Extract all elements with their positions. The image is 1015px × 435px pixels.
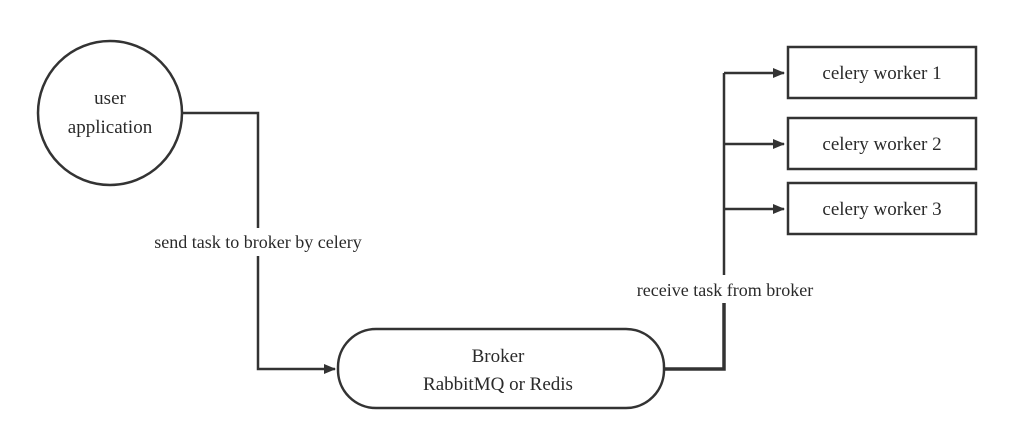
worker-2-label: celery worker 2 [822, 134, 941, 155]
worker-node-2: celery worker 2 [786, 116, 978, 171]
user-application-label-line2: application [68, 117, 153, 138]
broker-label-line1: Broker [472, 346, 525, 367]
worker-2-box [786, 116, 978, 171]
broker-stadium [336, 327, 666, 410]
broker-node: Broker RabbitMQ or Redis [336, 327, 666, 410]
send-task-label: send task to broker by celery [154, 232, 361, 252]
send-task-connector-upper [182, 111, 260, 228]
worker-1-label: celery worker 1 [822, 63, 941, 84]
user-application-node: user application [36, 39, 184, 187]
receive-task-edge: receive task from broker [637, 68, 813, 371]
send-task-edge: send task to broker by celery [154, 111, 362, 374]
worker-1-box [786, 45, 978, 100]
user-application-label-line1: user [94, 88, 126, 109]
broker-label-line2: RabbitMQ or Redis [423, 374, 573, 395]
receive-task-connector-lower [664, 303, 726, 371]
worker-node-3: celery worker 3 [786, 181, 978, 236]
worker-3-box [786, 181, 978, 236]
receive-task-label: receive task from broker [637, 280, 813, 300]
worker-node-1: celery worker 1 [786, 45, 978, 100]
user-application-circle [36, 39, 184, 187]
worker-3-label: celery worker 3 [822, 199, 941, 220]
send-task-connector-lower [256, 256, 336, 374]
